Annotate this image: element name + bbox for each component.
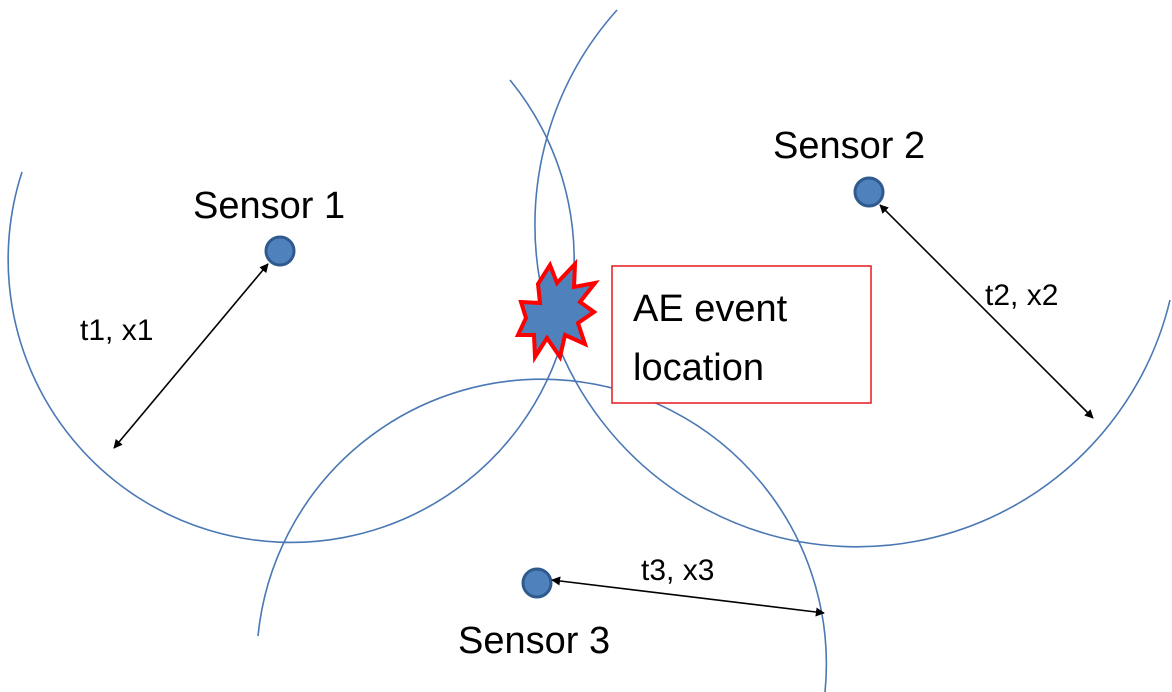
ae-event-label-line1: AE event	[633, 288, 788, 330]
sensor-1-label: Sensor 1	[193, 185, 345, 227]
ae-event-burst	[514, 258, 600, 364]
sensor-3-label: Sensor 3	[458, 620, 610, 662]
sensor-1-measure-label: t1, x1	[80, 314, 153, 347]
sensor-2-range-arc	[534, 9, 1171, 548]
sensor-2-distance-arrow	[879, 204, 1094, 419]
ae-event-label-line2: location	[633, 347, 764, 389]
sensor-2-measure-label: t2, x2	[985, 279, 1058, 312]
sensor-1-range-arc	[7, 79, 575, 544]
sensor-1-marker	[264, 235, 296, 267]
sensor-1-distance-arrow	[113, 263, 269, 449]
ae-event-label-box	[611, 265, 872, 404]
sensor-3-range-arc	[257, 378, 828, 692]
sensor-2-marker	[853, 176, 885, 208]
sensor-2-label: Sensor 2	[773, 125, 925, 167]
sensor-3-distance-arrow	[551, 576, 825, 617]
sensor-3-marker	[521, 567, 553, 599]
sensor-3-measure-label: t3, x3	[641, 554, 714, 587]
